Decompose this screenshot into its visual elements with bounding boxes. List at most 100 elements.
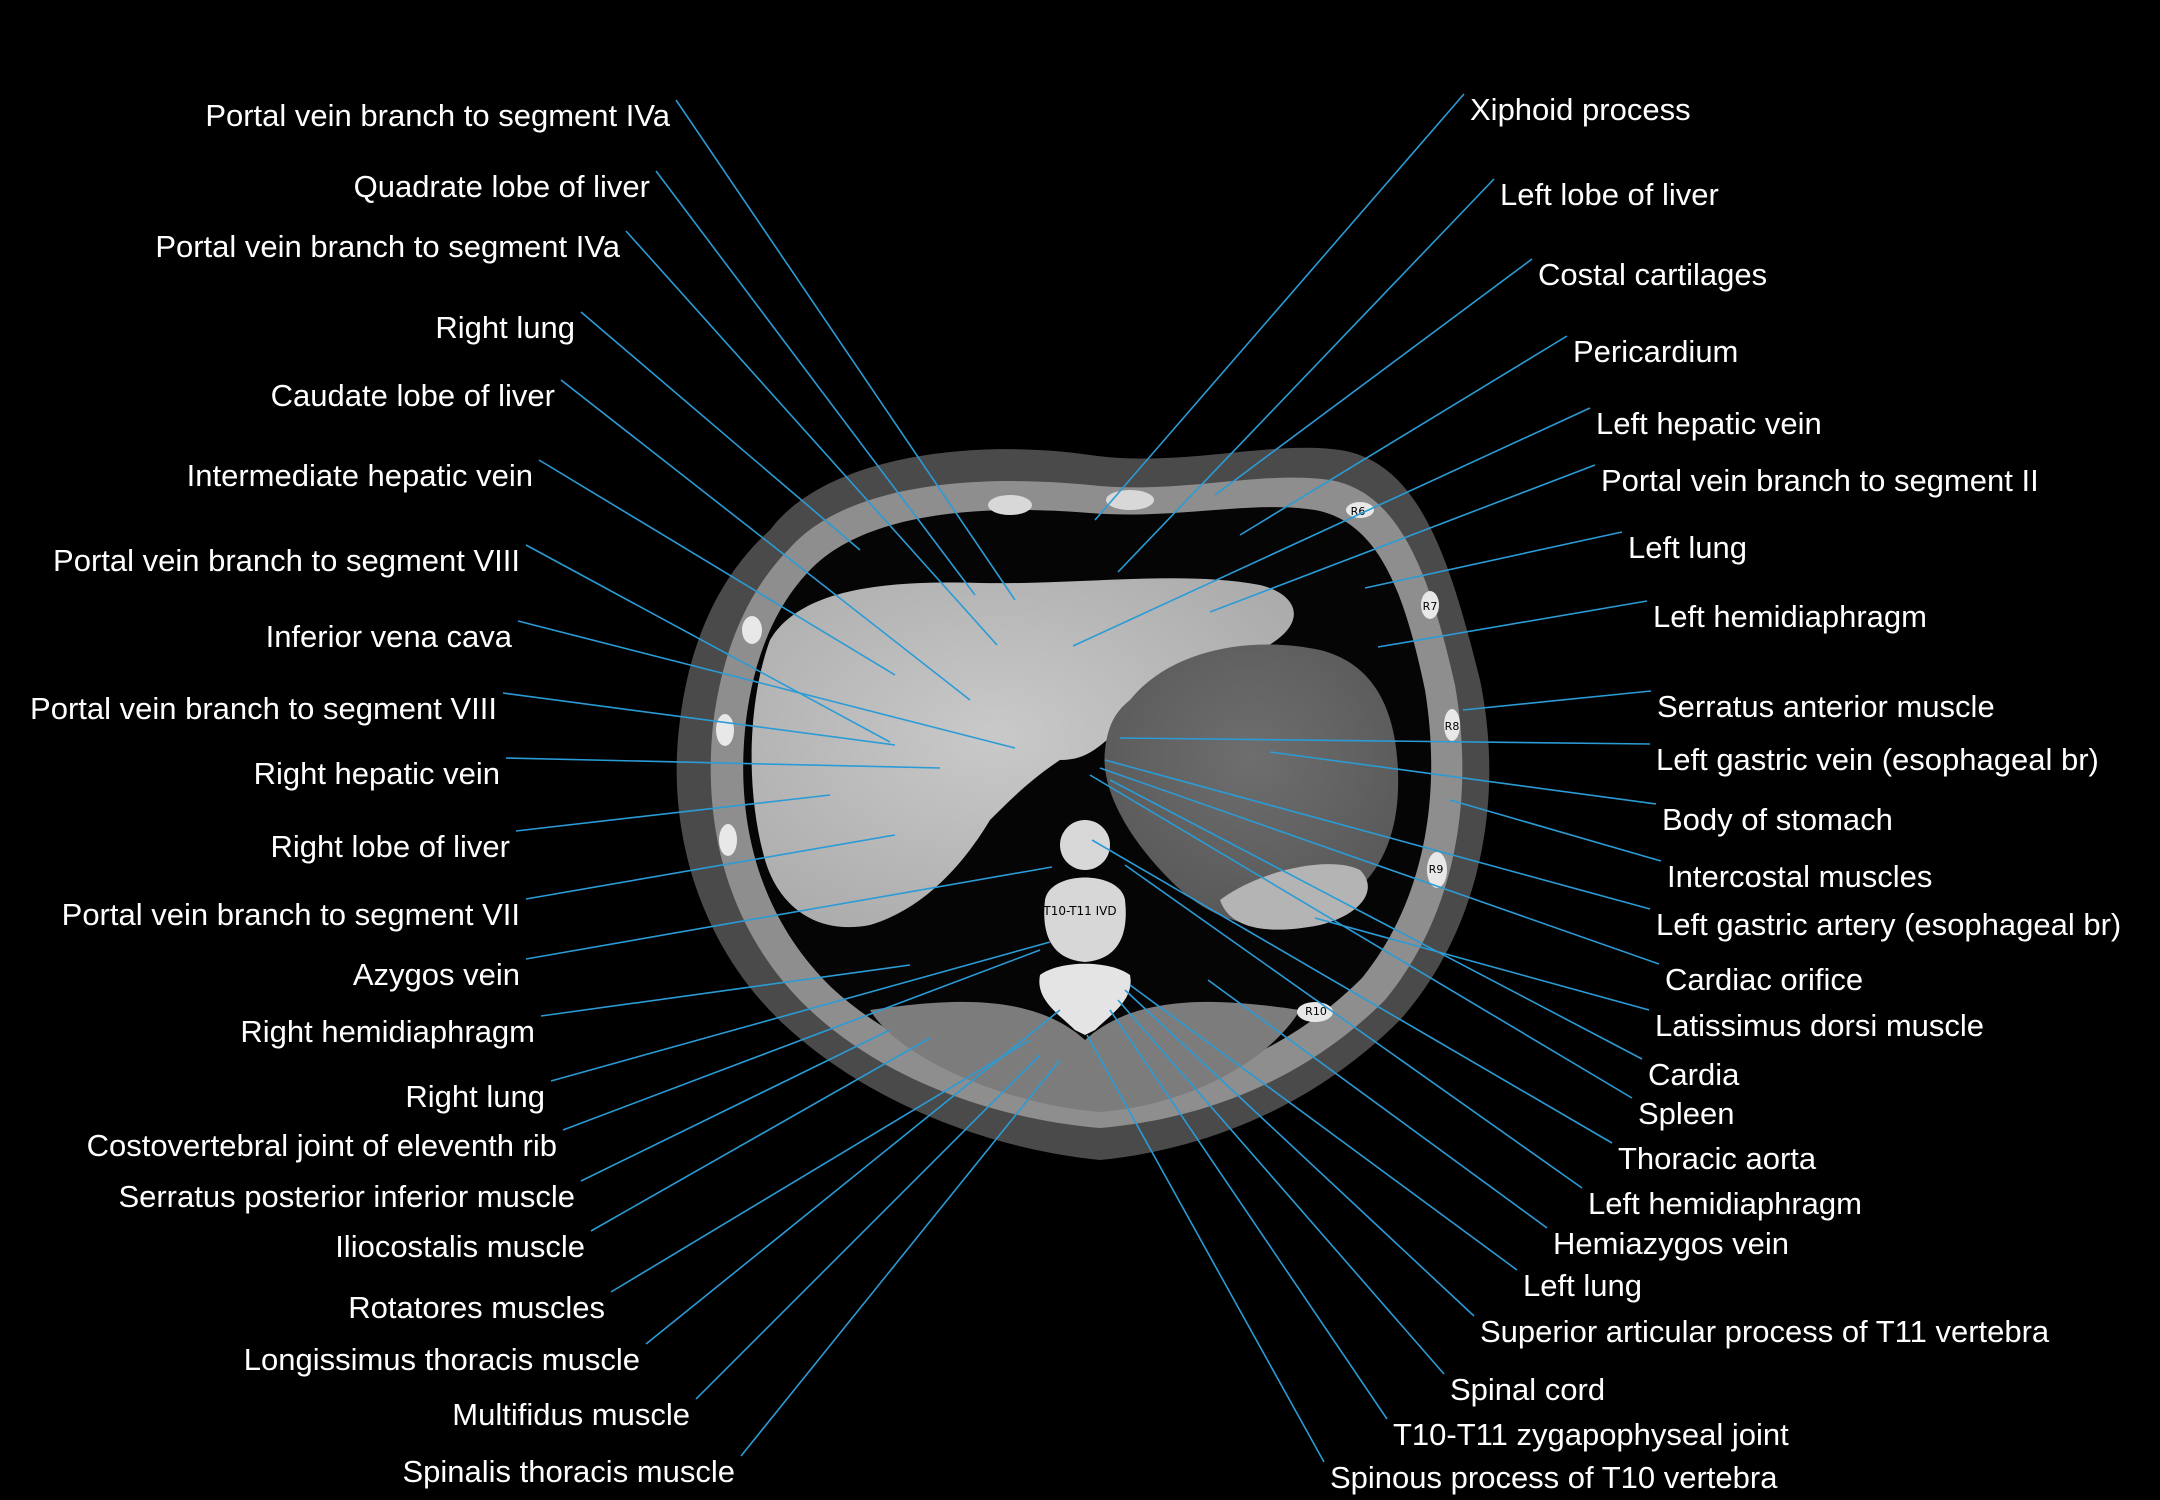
- leader-line: [1099, 767, 1660, 965]
- label-left: Portal vein branch to segment IVa: [205, 98, 670, 133]
- label-right: Left lung: [1523, 1268, 1642, 1303]
- label-right: Superior articular process of T11 verteb…: [1480, 1314, 2050, 1349]
- label-left: Multifidus muscle: [452, 1397, 690, 1432]
- vertebra-marker: T10-T11 IVD: [1042, 904, 1116, 918]
- rib: [1297, 1002, 1333, 1022]
- label-right: Pericardium: [1573, 334, 1739, 369]
- ct-scan-image: T10-T11 IVD R6 R7 R8 R9 R10: [676, 447, 1490, 1160]
- leader-line: [1377, 600, 1648, 648]
- label-right: Thoracic aorta: [1618, 1141, 1817, 1176]
- leader-line: [538, 459, 896, 676]
- leader-line: [1462, 690, 1652, 711]
- leader-line: [505, 757, 941, 769]
- label-right: Costal cartilages: [1538, 257, 1768, 292]
- leader-line: [515, 794, 831, 832]
- label-right: Left gastric vein (esophageal br): [1656, 742, 2099, 777]
- leader-line: [1124, 989, 1475, 1317]
- label-right: Left gastric artery (esophageal br): [1656, 907, 2122, 942]
- label-left: Portal vein branch to segment VIII: [30, 691, 497, 726]
- leader-line: [1449, 799, 1662, 862]
- label-left: Right hepatic vein: [253, 756, 500, 791]
- label-right: Cardiac orifice: [1665, 962, 1864, 997]
- rib: [1444, 709, 1460, 741]
- label-left: Caudate lobe of liver: [270, 378, 555, 413]
- leader-line: [580, 1029, 891, 1182]
- label-right: Body of stomach: [1662, 802, 1893, 837]
- rib: [719, 824, 737, 856]
- leader-line: [540, 964, 911, 1017]
- leader-line: [1239, 335, 1568, 536]
- label-right: Spinal cord: [1450, 1372, 1606, 1407]
- vertebral-body: [1044, 877, 1126, 962]
- rib: [1427, 852, 1447, 888]
- label-left: Right hemidiaphragm: [240, 1014, 535, 1049]
- leader-line: [517, 620, 1016, 749]
- leader-line: [625, 230, 998, 646]
- rib-marker: R8: [1445, 720, 1460, 733]
- label-left: Iliocostalis muscle: [335, 1229, 585, 1264]
- leader-line: [1209, 464, 1596, 613]
- leader-line: [1094, 93, 1465, 521]
- label-left: Right lobe of liver: [270, 829, 510, 864]
- rib: [1106, 490, 1154, 510]
- label-left: Serratus posterior inferior muscle: [118, 1179, 575, 1214]
- leader-line: [525, 866, 1053, 960]
- leader-line: [645, 1009, 1061, 1345]
- rib-marker: R7: [1423, 600, 1438, 613]
- leader-line: [502, 692, 896, 746]
- aorta: [1060, 820, 1110, 870]
- leader-line: [1091, 839, 1613, 1144]
- rib-marker: R6: [1351, 505, 1366, 518]
- leader-line: [590, 1037, 931, 1232]
- leader-line: [1117, 999, 1445, 1375]
- posterior-elements: [1039, 963, 1131, 1035]
- rib: [1421, 591, 1439, 619]
- rib: [988, 495, 1032, 515]
- label-right: Left hemidiaphragm: [1588, 1186, 1862, 1221]
- leader-line: [1129, 984, 1518, 1271]
- label-left: Longissimus thoracis muscle: [243, 1342, 640, 1377]
- label-left: Portal vein branch to segment IVa: [155, 229, 620, 264]
- leader-line: [1072, 407, 1591, 647]
- label-right: Portal vein branch to segment II: [1601, 463, 2039, 498]
- leader-line: [1109, 779, 1643, 1060]
- label-right: Cardia: [1648, 1057, 1740, 1092]
- stomach: [1104, 644, 1399, 925]
- label-left: Costovertebral joint of eleventh rib: [86, 1128, 557, 1163]
- leader-line: [580, 311, 861, 551]
- rib-marker: R9: [1429, 863, 1444, 876]
- label-left: Right lung: [405, 1079, 545, 1114]
- leader-line: [695, 1054, 1041, 1400]
- leader-line: [1086, 1034, 1325, 1463]
- leader-line: [1124, 864, 1583, 1189]
- label-right: Left hemidiaphragm: [1653, 599, 1927, 634]
- leader-line: [1119, 737, 1651, 745]
- label-left: Portal vein branch to segment VIII: [53, 543, 520, 578]
- label-right: Serratus anterior muscle: [1657, 689, 1995, 724]
- leader-line: [1109, 1009, 1388, 1420]
- leader-line: [550, 941, 1051, 1082]
- label-right: Xiphoid process: [1470, 92, 1691, 127]
- leader-line: [1214, 258, 1533, 496]
- leader-line: [562, 949, 1041, 1131]
- liver: [751, 578, 1294, 928]
- rib: [742, 616, 762, 644]
- label-right: Spinous process of T10 vertebra: [1330, 1460, 1778, 1495]
- leader-line: [1364, 531, 1623, 589]
- leader-line: [655, 170, 976, 596]
- label-left: Rotatores muscles: [348, 1290, 605, 1325]
- label-right: Left hepatic vein: [1596, 406, 1822, 441]
- leader-line: [1269, 751, 1657, 805]
- label-left: Inferior vena cava: [265, 619, 512, 654]
- leader-line: [525, 544, 891, 743]
- label-left: Quadrate lobe of liver: [353, 169, 650, 204]
- label-left: Azygos vein: [352, 957, 520, 992]
- label-left: Intermediate hepatic vein: [186, 458, 533, 493]
- leader-line: [610, 1039, 1031, 1293]
- leader-line: [675, 99, 1016, 601]
- label-right: Latissimus dorsi muscle: [1655, 1008, 1985, 1043]
- leader-line: [1117, 178, 1495, 573]
- label-right: Spleen: [1638, 1096, 1735, 1131]
- leader-line: [1207, 979, 1548, 1229]
